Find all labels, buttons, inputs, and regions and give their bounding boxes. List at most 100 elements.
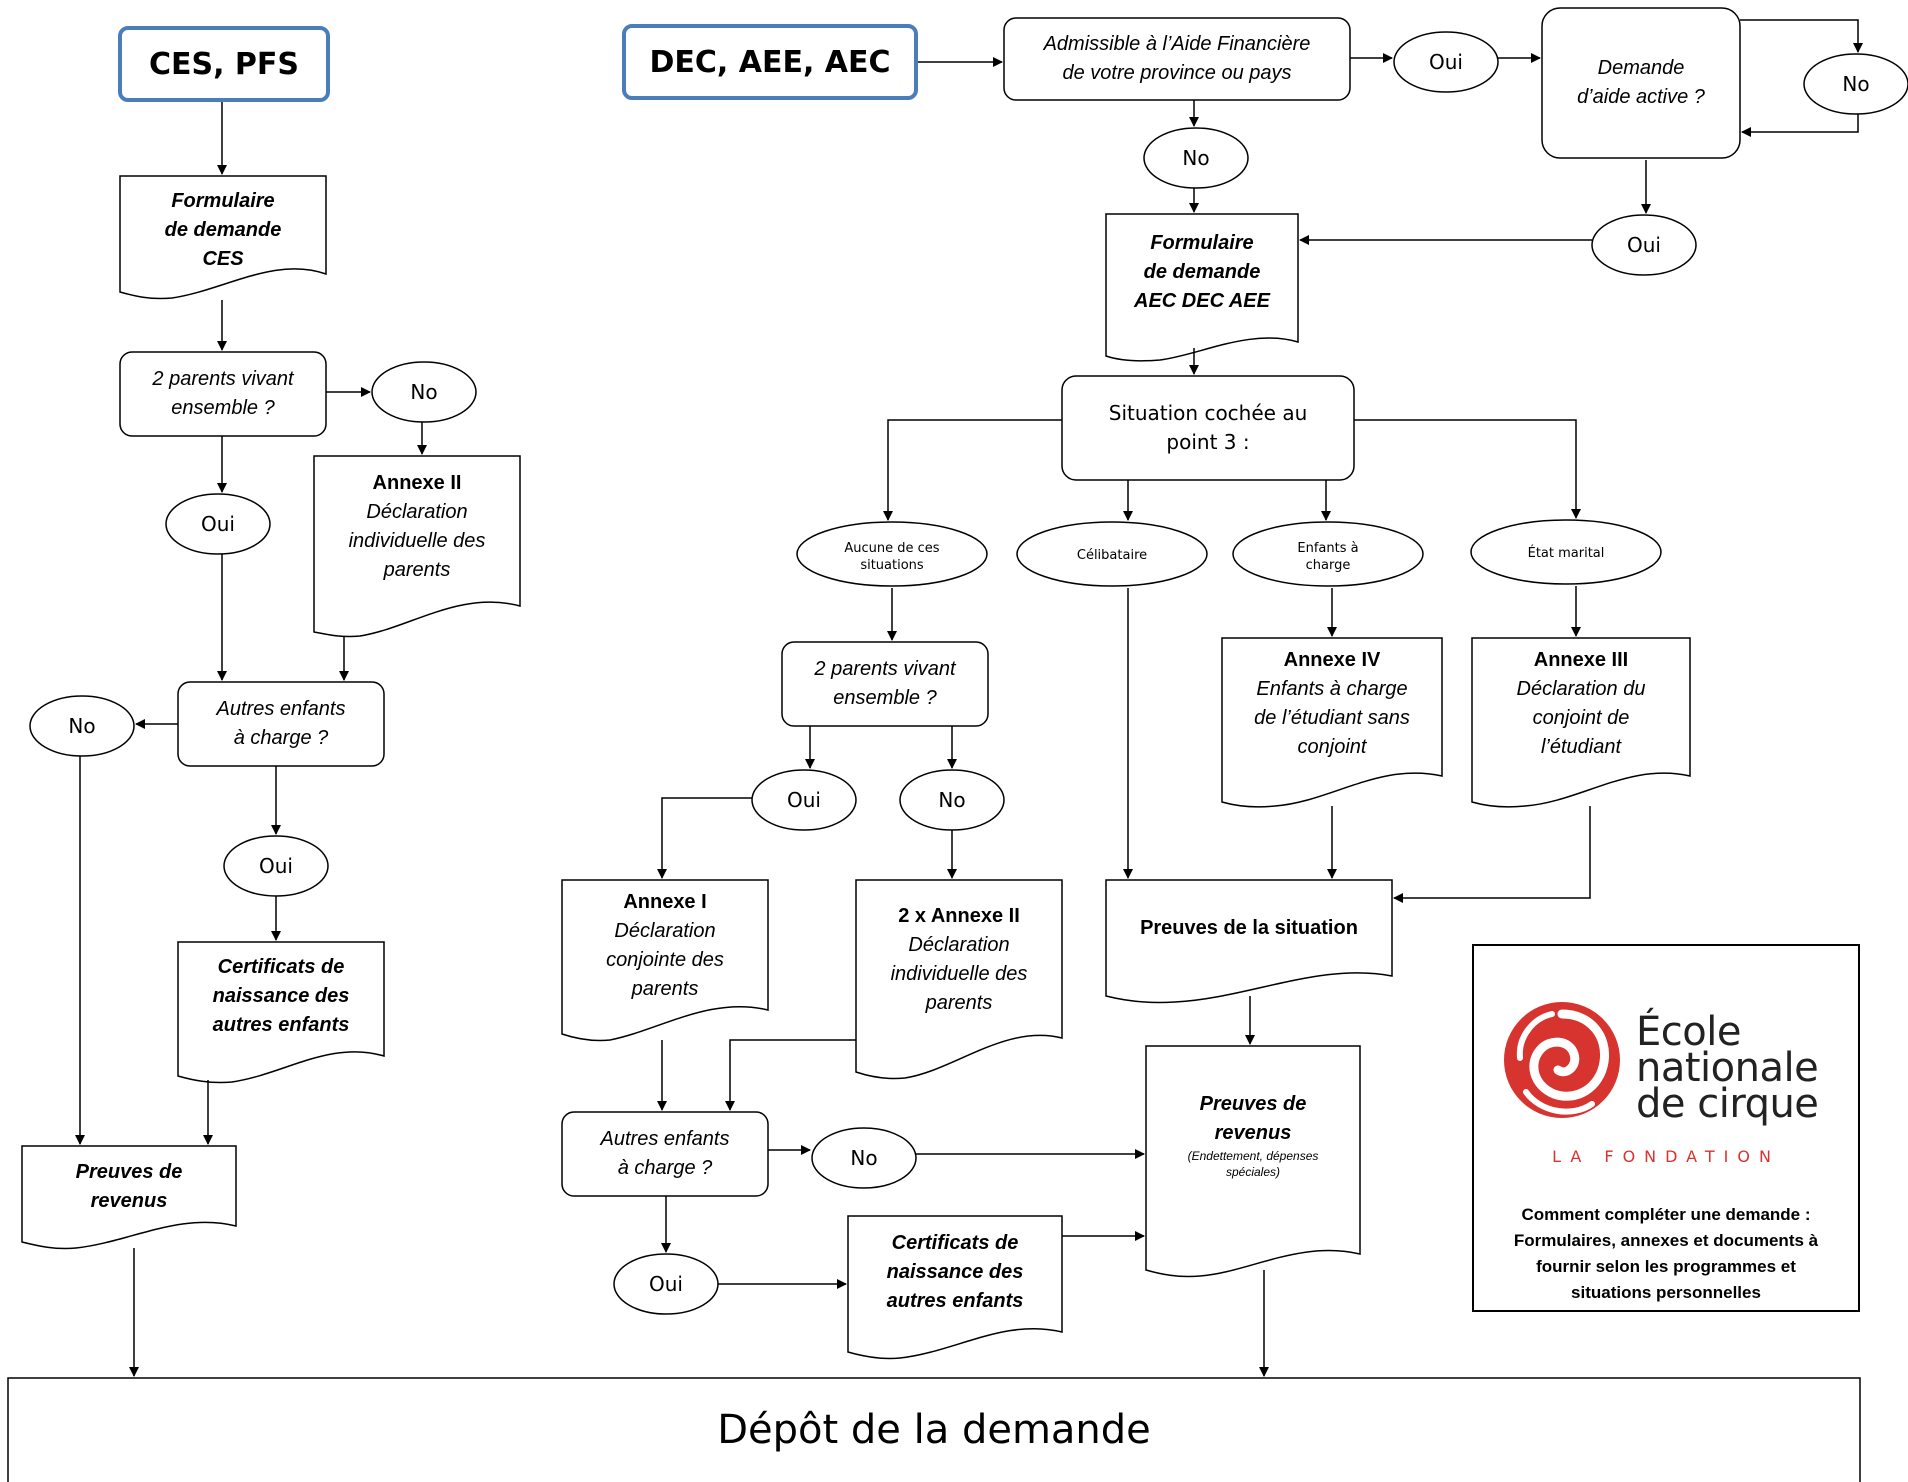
doc-left-certificats-line: autres enfants	[212, 1013, 350, 1036]
doc-left-annexe2-line: parents	[383, 559, 451, 581]
answer-label: No	[850, 1146, 878, 1170]
answer-oui-demande: Oui	[1592, 215, 1696, 275]
doc-annexe1-shape	[561, 879, 769, 1042]
doc-preuves-situation-label: Preuves de la situation	[1140, 916, 1358, 939]
answer-no-admissible: No	[1144, 128, 1248, 188]
doc-annexe3-line: Déclaration du	[1516, 678, 1646, 700]
doc-left-form-line: de demande	[164, 218, 282, 241]
decision-left-parents-line: ensemble ?	[171, 397, 275, 419]
doc-right-form-line: Formulaire	[1150, 231, 1254, 254]
oval-opt-aucune	[796, 521, 988, 587]
decision-demande-shape	[1541, 7, 1741, 159]
answer-label: Oui	[201, 512, 235, 536]
doc-left-certificats-line: Certificats de	[217, 955, 345, 978]
doc-right-certificats-shape	[847, 1215, 1063, 1360]
header-right-label: DEC, AEE, AEC	[649, 44, 891, 80]
decision-admissible: Admissible à l’Aide Financière de votre …	[1004, 18, 1350, 100]
doc-annexe2x2-line: parents	[925, 992, 993, 1014]
doc-preuves-situation-shape	[1105, 879, 1393, 1004]
decision-left-enfants: Autres enfants à charge ?	[178, 682, 384, 766]
logo-caption-line: Comment compléter une demande :	[1521, 1205, 1811, 1224]
doc-right-certificats-line: naissance des	[886, 1260, 1024, 1283]
final-shape	[7, 1377, 1861, 1482]
doc-annexe1-line: conjointe des	[606, 949, 724, 971]
answer-label: No	[68, 714, 96, 738]
doc-preuves-revenus-note: (Endettement, dépenses	[1187, 1149, 1319, 1163]
answer-label: No	[1842, 72, 1870, 96]
doc-left-annexe2-title: Annexe II	[372, 472, 462, 494]
doc-right-form: Formulaire de demande AEC DEC AEE	[1106, 222, 1298, 322]
logo-caption-line: situations personnelles	[1571, 1283, 1761, 1302]
doc-annexe3-shape	[1471, 637, 1691, 808]
answer-right-no-parents: No	[900, 770, 1004, 830]
final-step-label: Dépôt de la demande	[717, 1407, 1151, 1453]
oval-no-admissible	[1143, 127, 1249, 189]
doc-left-annexe2-line: individuelle des	[348, 530, 486, 552]
doc-preuves-revenus: Preuves de revenus (Endettement, dépense…	[1146, 1090, 1360, 1200]
decision-demande-line: d’aide active ?	[1577, 86, 1705, 108]
answer-oui-admissible: Oui	[1394, 32, 1498, 92]
doc-annexe4-line: Enfants à charge	[1256, 678, 1408, 700]
answer-right-no-enfants: No	[812, 1128, 916, 1188]
doc-right-certificats: Certificats de naissance des autres enfa…	[848, 1222, 1062, 1322]
doc-left-preuves-shape	[21, 1145, 237, 1250]
doc-annexe4-line: de l’étudiant sans	[1254, 707, 1410, 729]
doc-preuves-revenus-line: Preuves de	[1199, 1093, 1307, 1115]
doc-annexe2x2-shape	[855, 879, 1063, 1080]
decision-situation-line: point 3 :	[1166, 430, 1250, 454]
decision-admissible-shape	[1003, 17, 1351, 101]
final-step: Dépôt de la demande	[8, 1378, 1860, 1482]
doc-annexe4-line: conjoint	[1297, 736, 1367, 758]
header-left-label: CES, PFS	[148, 46, 300, 82]
decision-right-parents: 2 parents vivant ensemble ?	[782, 642, 988, 726]
oval-oui-demande	[1591, 214, 1697, 276]
answer-label: Oui	[787, 788, 821, 812]
doc-annexe3-line: conjoint de	[1532, 707, 1630, 729]
logo-wordmark-line: de cirque	[1636, 1081, 1819, 1127]
option-celibataire-label: Célibataire	[1076, 547, 1148, 563]
doc-left-preuves-line: revenus	[90, 1190, 168, 1212]
option-aucune: Aucune de ces situations	[820, 540, 964, 572]
option-aucune-line: situations	[860, 558, 924, 572]
decision-left-parents-line: 2 parents vivant	[152, 368, 294, 390]
option-aucune-line: Aucune de ces	[844, 541, 940, 556]
doc-left-certificats-shape	[177, 941, 385, 1084]
doc-right-certificats-line: Certificats de	[891, 1231, 1019, 1254]
oval-oui-admissible	[1393, 31, 1499, 93]
decision-right-enfants-shape	[561, 1111, 769, 1197]
answer-label: Oui	[259, 854, 293, 878]
decision-right-enfants-line: Autres enfants	[600, 1128, 730, 1150]
answer-label: Oui	[1627, 233, 1661, 257]
logo-wordmark-line: nationale	[1636, 1045, 1819, 1091]
header-right-shape	[622, 24, 918, 100]
answer-left-no-enfants: No	[30, 696, 134, 756]
doc-left-preuves: Preuves de revenus	[22, 1152, 236, 1222]
doc-preuves-situation: Preuves de la situation	[1106, 888, 1392, 968]
doc-annexe1: Annexe I Déclaration conjointe des paren…	[562, 886, 768, 1006]
header-left-shape	[118, 26, 330, 102]
doc-annexe3-line: l’étudiant	[1540, 736, 1622, 758]
decision-right-parents-line: ensemble ?	[833, 687, 937, 709]
decision-left-enfants-line: à charge ?	[233, 727, 329, 749]
doc-right-form-line: AEC DEC AEE	[1134, 289, 1270, 312]
answer-label: Oui	[1429, 50, 1463, 74]
option-celibataire: Célibataire	[1040, 538, 1184, 572]
logo-caption: Comment compléter une demande : Formulai…	[1488, 1202, 1844, 1306]
doc-right-form-shape	[1105, 213, 1299, 362]
doc-left-form: Formulaire de demande CES	[120, 180, 326, 280]
doc-left-certificats: Certificats de naissance des autres enfa…	[178, 946, 384, 1046]
doc-preuves-revenus-shape	[1145, 1045, 1361, 1278]
option-etat: État marital	[1494, 536, 1638, 570]
decision-right-parents-shape	[781, 641, 989, 727]
option-enfants: Enfants à charge	[1256, 540, 1400, 572]
decision-left-parents: 2 parents vivant ensemble ?	[120, 352, 326, 436]
doc-annexe4-title: Annexe IV	[1283, 649, 1381, 671]
decision-left-parents-shape	[119, 351, 327, 437]
oval-right-no-enfants	[811, 1127, 917, 1189]
connectors	[75, 19, 1863, 1377]
option-enfants-line: Enfants à	[1297, 541, 1359, 556]
decision-situation-shape	[1061, 375, 1355, 481]
decision-right-enfants: Autres enfants à charge ?	[562, 1112, 768, 1196]
doc-annexe2x2-line: Déclaration	[908, 934, 1010, 956]
logo-wordmark-line: École	[1636, 1009, 1741, 1055]
